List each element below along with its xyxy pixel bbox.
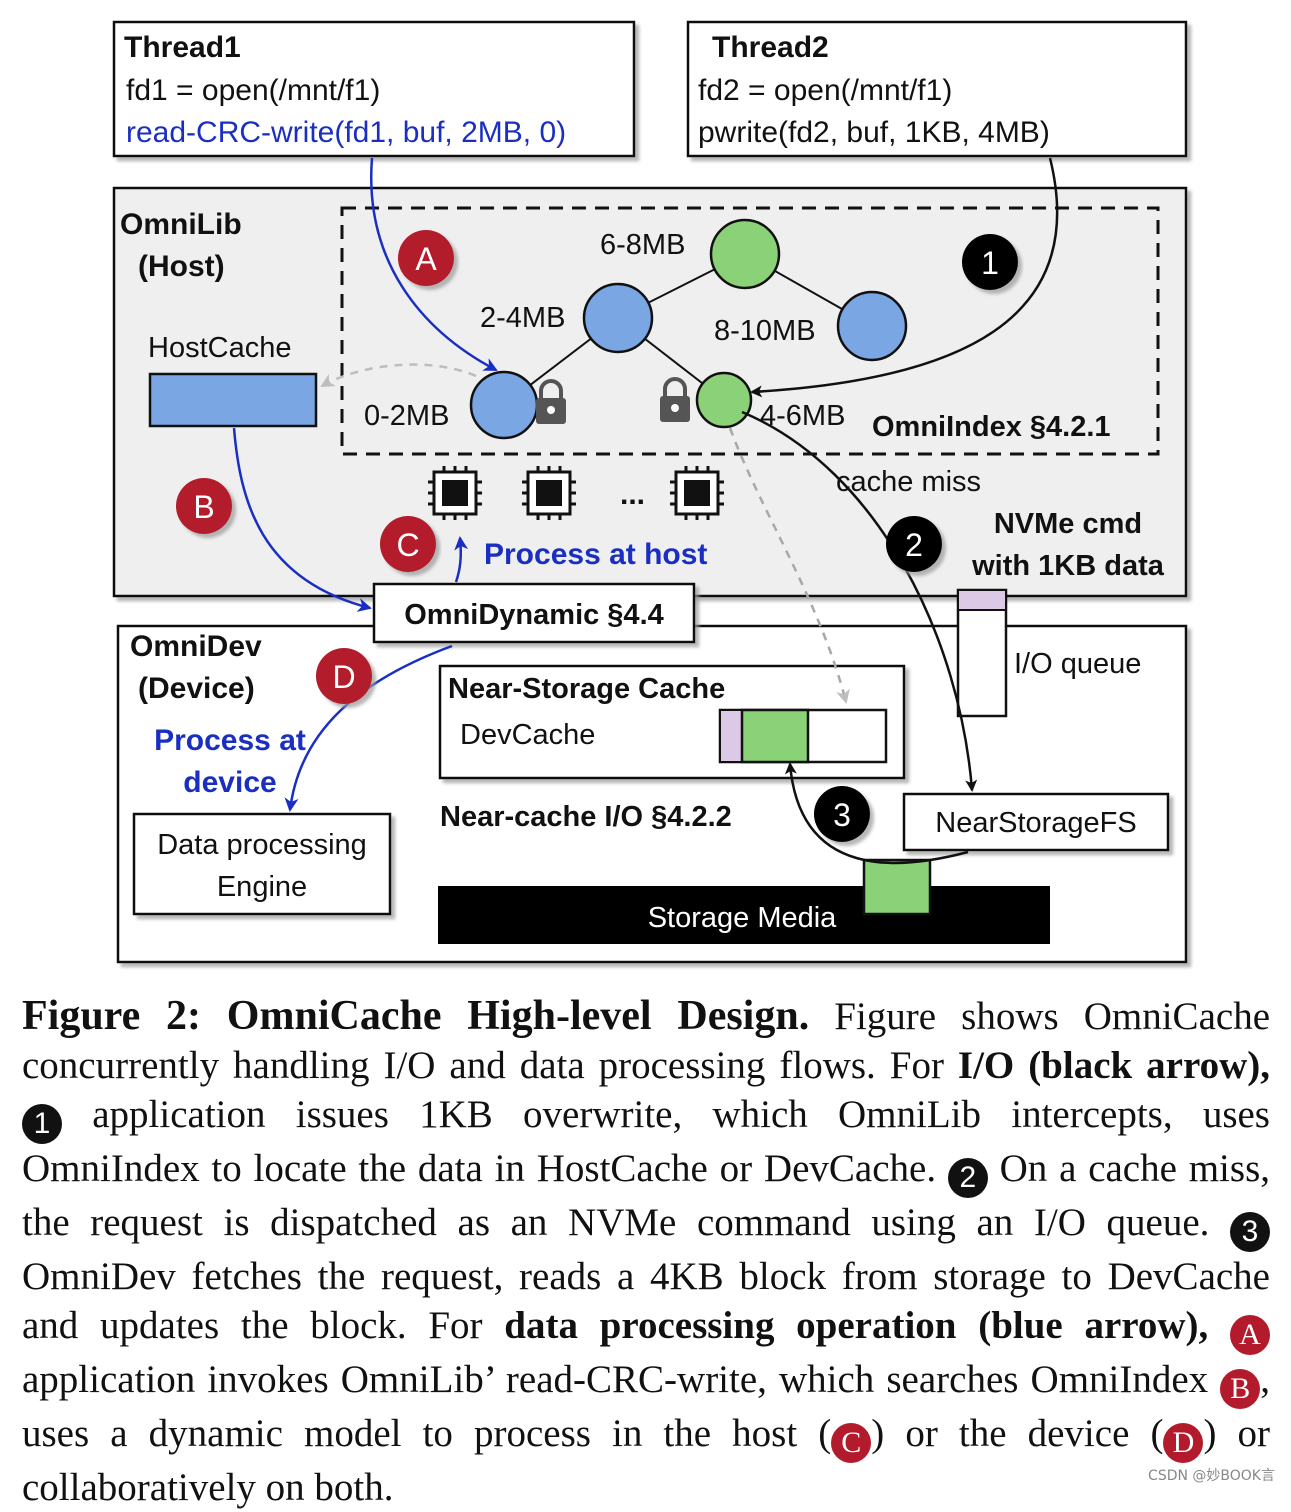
- thread1-open: fd1 = open(/mnt/f1): [126, 74, 380, 107]
- thread2-call: pwrite(fd2, buf, 1KB, 4MB): [698, 116, 1050, 149]
- caption-text: On a cache miss, the request is dispatch…: [22, 1147, 1270, 1244]
- black-arrow-1: [750, 157, 1059, 398]
- blue-arrow-d: [284, 644, 453, 812]
- data-processing-engine-box: Data processing Engine: [132, 812, 392, 916]
- nearstoragefs-box: NearStorageFS: [902, 792, 1170, 852]
- caption-marker-b: B: [1220, 1369, 1261, 1409]
- marker-a: A: [398, 230, 454, 286]
- thread1-call: read-CRC-write(fd1, buf, 2MB, 0): [126, 116, 566, 149]
- near-storage-cache-label: Near-Storage Cache: [448, 673, 725, 705]
- tree-label-0-2mb: 0-2MB: [364, 400, 449, 432]
- caption-text: application issues 1KB overwrite, which …: [22, 1093, 1270, 1190]
- tree-node-6-8mb: [709, 218, 781, 290]
- caption-marker-a: A: [1230, 1315, 1270, 1355]
- cpu-ellipsis: ...: [620, 478, 645, 511]
- tree-node-8-10mb: [836, 290, 908, 362]
- tree-label-4-6mb: 4-6MB: [760, 400, 845, 432]
- thread2-title: Thread2: [712, 31, 829, 64]
- gray-dashed-arrow-to-devcache: [728, 427, 850, 704]
- tree-label-8-10mb: 8-10MB: [714, 315, 816, 347]
- blue-arrow-c: [454, 536, 469, 583]
- omnidev-title: OmniDev: [130, 630, 262, 663]
- blue-arrow-a: [369, 157, 498, 372]
- caption-text: , uses a dynamic model to process in the…: [22, 1358, 1270, 1455]
- omnidynamic-label: OmniDynamic §4.4: [404, 599, 664, 631]
- caption-text: OmniDev fetches the request, reads a 4KB…: [22, 1255, 1270, 1347]
- caption-text: application invokes OmniLib’ read-CRC-wr…: [22, 1358, 1221, 1401]
- caption-text: Figure shows OmniCache concurrently hand…: [22, 995, 1270, 1087]
- cpu-chip-icon: [428, 466, 482, 520]
- thread2-open: fd2 = open(/mnt/f1): [698, 74, 952, 107]
- cache-miss-label: cache miss: [836, 466, 981, 498]
- nvme-cmd-label-2: with 1KB data: [971, 550, 1165, 582]
- cpu-chip-icon: [522, 466, 576, 520]
- engine-label-2: Engine: [217, 871, 307, 903]
- devcache-label: DevCache: [460, 719, 595, 751]
- omnilib-subtitle: (Host): [138, 250, 225, 283]
- storage-media-label: Storage Media: [648, 902, 837, 934]
- marker-c: C: [380, 516, 436, 572]
- engine-label: Data processing: [157, 829, 367, 861]
- watermark: CSDN @妙BOOK言: [1148, 1468, 1275, 1484]
- omnicache-diagram: Thread1 fd1 = open(/mnt/f1) read-CRC-wri…: [112, 20, 1188, 964]
- thread2-box: Thread2 fd2 = open(/mnt/f1) pwrite(fd2, …: [686, 20, 1188, 158]
- marker-c-text: C: [396, 527, 419, 563]
- tree-label-6-8mb: 6-8MB: [600, 229, 685, 261]
- omnidev-subtitle: (Device): [138, 672, 255, 705]
- lock-icon: [660, 377, 690, 422]
- storage-media-bar: [438, 886, 1050, 944]
- tree-node-2-4mb: [582, 282, 654, 354]
- caption-marker-2: 2: [947, 1158, 988, 1198]
- omniindex-label: OmniIndex §4.2.1: [872, 411, 1111, 443]
- process-at-device-label-2: device: [183, 766, 276, 799]
- marker-2: 2: [886, 516, 942, 572]
- marker-2-text: 2: [905, 527, 923, 563]
- caption-marker-1: 1: [22, 1104, 62, 1144]
- cpu-chip-icon: [670, 466, 724, 520]
- tree-label-2-4mb: 2-4MB: [480, 302, 565, 334]
- gray-dashed-arrow-to-hostcache: [320, 363, 477, 388]
- lock-icon: [536, 379, 566, 424]
- black-arrow-3: [784, 762, 969, 865]
- near-cache-io-label: Near-cache I/O §4.2.2: [440, 801, 732, 833]
- caption-text: ) or the device (: [871, 1412, 1164, 1455]
- process-at-device-label: Process at: [154, 724, 306, 757]
- marker-d-text: D: [332, 659, 355, 695]
- caption-dp-bold: data processing operation (blue arrow),: [504, 1304, 1209, 1347]
- io-queue-head-entry: [957, 589, 1007, 611]
- thread1-title: Thread1: [124, 31, 241, 64]
- figure-caption: Figure 2: OmniCache High-level Design. F…: [22, 992, 1270, 1512]
- omnidynamic-box: OmniDynamic §4.4: [372, 582, 696, 644]
- io-queue: I/O queue: [956, 588, 1141, 718]
- marker-d: D: [316, 648, 372, 704]
- thread1-box: Thread1 fd1 = open(/mnt/f1) read-CRC-wri…: [112, 20, 636, 158]
- marker-1: 1: [962, 234, 1018, 290]
- nvme-cmd-label: NVMe cmd: [994, 508, 1142, 540]
- caption-marker-d: D: [1163, 1423, 1204, 1463]
- caption-title: Figure 2: OmniCache High-level Design.: [22, 993, 810, 1039]
- blue-arrow-b: [232, 427, 372, 612]
- tree-node-0-2mb: [469, 370, 539, 440]
- caption-marker-3: 3: [1230, 1212, 1270, 1252]
- marker-b: B: [176, 478, 232, 534]
- process-at-host-label: Process at host: [484, 538, 707, 571]
- tree-node-4-6mb: [695, 371, 753, 429]
- io-queue-label: I/O queue: [1014, 648, 1141, 680]
- marker-a-text: A: [415, 241, 437, 277]
- storage-block: [862, 858, 932, 916]
- caption-io-bold: I/O (black arrow),: [957, 1044, 1270, 1087]
- marker-3-text: 3: [833, 797, 851, 833]
- hostcache-block: [148, 372, 318, 428]
- marker-1-text: 1: [981, 245, 999, 281]
- omnilib-title: OmniLib: [120, 208, 242, 241]
- caption-marker-c: C: [831, 1423, 872, 1463]
- hostcache-label: HostCache: [148, 332, 291, 364]
- nearstoragefs-label: NearStorageFS: [935, 807, 1137, 839]
- near-storage-cache-box: Near-Storage Cache DevCache: [438, 664, 906, 780]
- marker-b-text: B: [193, 489, 214, 525]
- devcache-green-block: [740, 708, 810, 764]
- marker-3: 3: [814, 786, 870, 842]
- devcache-lavender-block: [719, 709, 743, 763]
- omniindex-box: OmniIndex §4.2.1: [340, 206, 1160, 456]
